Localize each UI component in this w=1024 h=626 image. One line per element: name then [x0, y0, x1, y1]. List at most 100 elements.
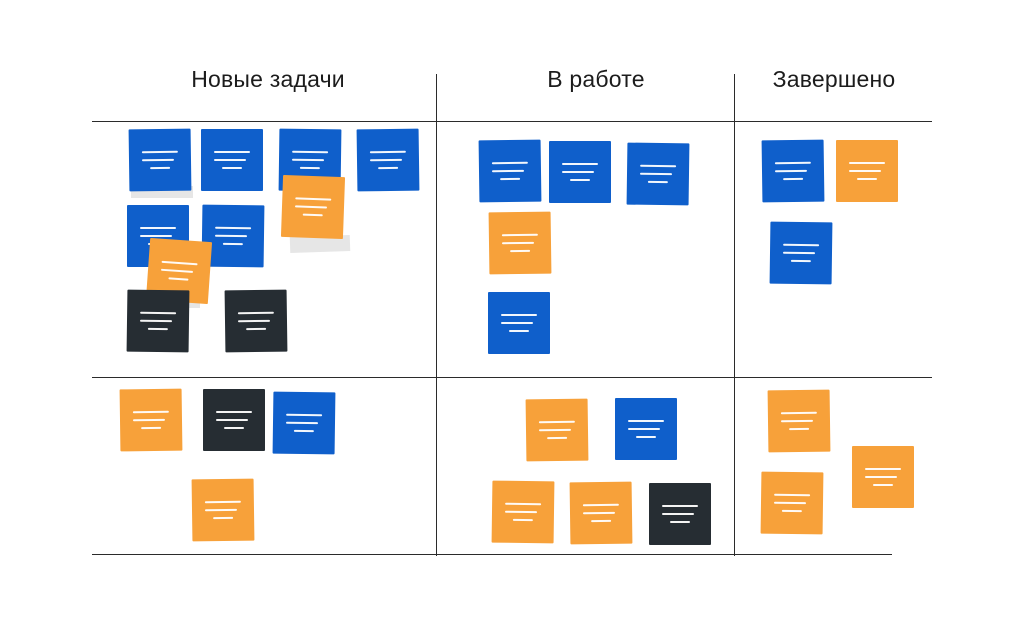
- note-text-line: [204, 508, 238, 511]
- note-text-line: [216, 419, 248, 421]
- bottom-divider: [92, 554, 892, 556]
- note-text-line: [562, 171, 594, 173]
- note-text-line: [780, 411, 817, 414]
- note-text-line: [670, 521, 690, 523]
- note-text-line: [782, 251, 816, 254]
- note-text-line: [286, 413, 323, 416]
- note-text-line: [501, 241, 535, 244]
- note-text-line: [141, 426, 162, 429]
- note-text-line: [214, 234, 248, 237]
- note-text-line: [505, 502, 542, 505]
- column-title-new: Новые задачи: [191, 66, 345, 92]
- note-text-line: [168, 277, 189, 281]
- sticky-note-blue[interactable]: [478, 139, 542, 203]
- note-text-line: [369, 150, 406, 153]
- note-text-line: [501, 233, 538, 236]
- note-text-line: [783, 243, 820, 246]
- sticky-note-orange[interactable]: [488, 211, 552, 275]
- note-text-line: [504, 510, 538, 513]
- note-text-line: [237, 319, 271, 322]
- note-text-line: [636, 436, 656, 438]
- header-divider: [92, 121, 932, 123]
- note-text-line: [538, 428, 572, 431]
- sticky-note-orange[interactable]: [191, 478, 255, 542]
- note-text-line: [291, 158, 325, 161]
- note-text-line: [161, 260, 198, 265]
- column-title-in-progress: В работе: [547, 66, 645, 92]
- note-text-line: [562, 163, 598, 165]
- sticky-note-dark[interactable]: [224, 289, 288, 353]
- sticky-note-blue[interactable]: [201, 129, 263, 191]
- note-text-line: [141, 158, 175, 161]
- sticky-note-blue[interactable]: [488, 292, 550, 354]
- sticky-note-blue[interactable]: [761, 139, 825, 203]
- note-text-line: [491, 161, 528, 164]
- note-text-line: [640, 164, 677, 167]
- note-text-line: [132, 418, 166, 421]
- sticky-note-orange[interactable]: [119, 388, 183, 452]
- note-text-line: [662, 505, 698, 507]
- note-text-line: [293, 429, 314, 432]
- column-title-done: Завершено: [772, 66, 896, 92]
- sticky-note-blue[interactable]: [272, 391, 336, 455]
- note-text-line: [292, 150, 329, 153]
- sticky-note-orange[interactable]: [767, 389, 831, 453]
- note-text-line: [204, 500, 241, 503]
- sticky-note-dark[interactable]: [203, 389, 265, 451]
- sticky-note-blue[interactable]: [128, 128, 192, 192]
- note-text-line: [628, 420, 664, 422]
- sticky-note-orange[interactable]: [760, 471, 824, 535]
- note-text-line: [849, 170, 881, 172]
- note-text-line: [849, 162, 885, 164]
- note-text-line: [582, 503, 619, 506]
- sticky-note-blue[interactable]: [549, 141, 611, 203]
- note-text-line: [140, 227, 176, 229]
- note-text-line: [369, 158, 403, 161]
- note-text-line: [140, 235, 172, 237]
- note-text-line: [132, 410, 169, 413]
- note-text-line: [299, 166, 320, 169]
- note-text-line: [214, 151, 250, 153]
- note-text-line: [302, 213, 323, 216]
- sticky-note-orange[interactable]: [569, 481, 633, 545]
- sticky-note-orange[interactable]: [525, 398, 589, 462]
- note-text-line: [582, 511, 616, 514]
- note-text-line: [216, 411, 252, 413]
- note-text-line: [774, 169, 808, 172]
- note-text-line: [780, 419, 814, 422]
- sticky-note-orange[interactable]: [280, 174, 346, 240]
- sticky-note-blue[interactable]: [626, 142, 690, 206]
- sticky-note-dark[interactable]: [649, 483, 711, 545]
- sticky-note-orange[interactable]: [491, 480, 555, 544]
- note-text-line: [147, 327, 168, 330]
- note-text-line: [865, 476, 897, 478]
- note-text-line: [639, 172, 673, 175]
- note-text-line: [865, 468, 901, 470]
- note-text-line: [222, 242, 243, 245]
- note-text-line: [591, 519, 612, 522]
- note-text-line: [647, 180, 668, 183]
- note-text-line: [570, 179, 590, 181]
- note-text-line: [295, 197, 332, 201]
- note-text-line: [512, 518, 533, 521]
- sticky-note-dark[interactable]: [126, 289, 190, 353]
- note-text-line: [246, 327, 267, 330]
- note-text-line: [224, 427, 244, 429]
- note-text-line: [285, 421, 319, 424]
- note-text-line: [510, 249, 531, 252]
- note-text-line: [222, 167, 242, 169]
- note-text-line: [628, 428, 660, 430]
- sticky-note-blue[interactable]: [615, 398, 677, 460]
- sticky-note-orange[interactable]: [852, 446, 914, 508]
- note-text-line: [547, 436, 568, 439]
- sticky-note-orange[interactable]: [836, 140, 898, 202]
- note-text-line: [774, 493, 811, 496]
- note-text-line: [790, 259, 811, 262]
- note-text-line: [378, 166, 399, 169]
- note-text-line: [214, 159, 246, 161]
- sticky-note-blue[interactable]: [356, 128, 420, 192]
- note-text-line: [215, 226, 252, 229]
- sticky-note-blue[interactable]: [769, 221, 833, 285]
- note-text-line: [773, 501, 807, 504]
